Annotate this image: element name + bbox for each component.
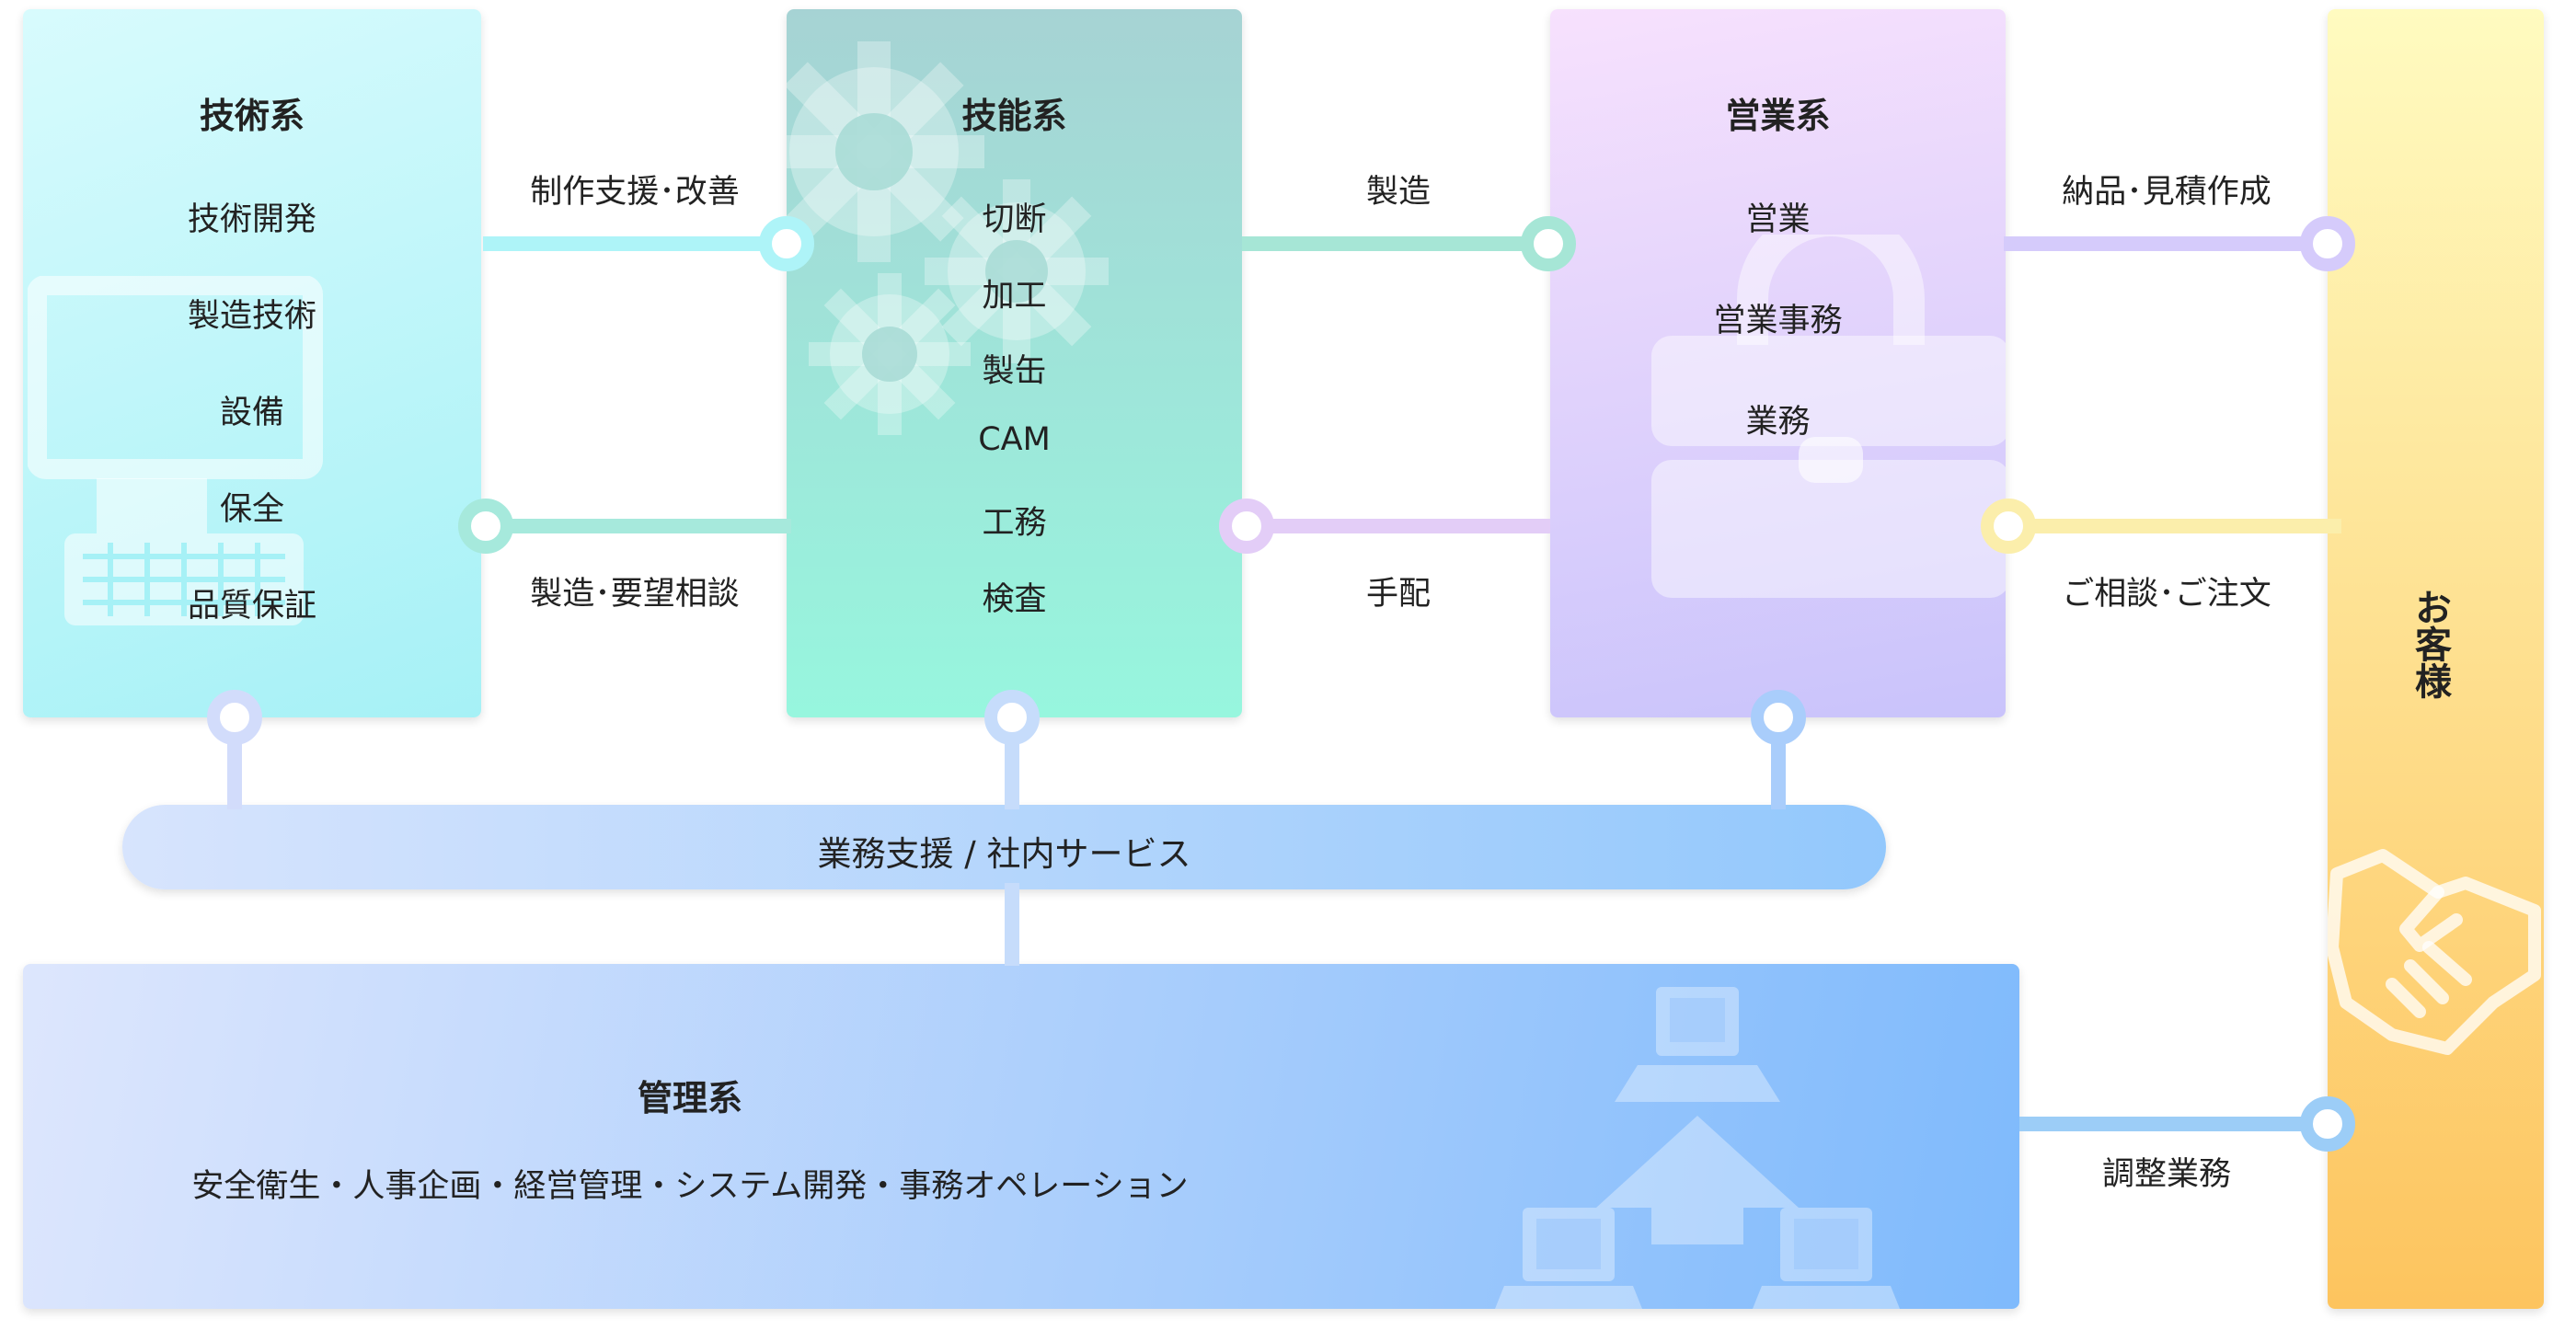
ginou-item: 製缶 [982, 353, 1047, 390]
gijutsu-item: 品質保証 [187, 588, 316, 625]
kanri-description: 安全衛生・人事企画・経営管理・システム開発・事務オペレーション [191, 1168, 1189, 1205]
briefcase-icon [1651, 235, 2006, 598]
link-label: 納品･見積作成 [2062, 174, 2271, 211]
network-icon [1495, 987, 1900, 1309]
connector-ring [984, 690, 1040, 745]
connector-ring [1751, 690, 1806, 745]
link-label: 製造･要望相談 [530, 576, 740, 613]
computer-icon [28, 276, 323, 625]
ginou-item: 加工 [982, 278, 1047, 315]
ginou-title: 技能系 [961, 96, 1067, 136]
gijutsu-item: 設備 [219, 395, 284, 431]
link-label: ご相談･ご注文 [2062, 576, 2271, 613]
ginou-item: 工務 [982, 505, 1047, 542]
ginou-item: 切断 [982, 201, 1047, 238]
link-label: 調整業務 [2101, 1156, 2231, 1193]
eigyou-panel: 営業系 営業 営業事務 業務 [1550, 9, 2006, 717]
eigyou-item: 営業事務 [1713, 303, 1843, 339]
support-bar-label: 業務支援 / 社内サービス [817, 834, 1191, 874]
connector-ring [207, 690, 262, 745]
connector-ring [2300, 1096, 2355, 1152]
connector-ring [1521, 216, 1576, 271]
gijutsu-panel: 技術系 技術開発 製造技術 設備 保全 品質保証 [23, 9, 481, 717]
customer-title: お客様 [2409, 589, 2451, 699]
support-bar: 業務支援 / 社内サービス [122, 805, 1886, 889]
ginou-item: CAM [978, 421, 1051, 458]
gijutsu-title: 技術系 [199, 96, 305, 136]
connector-ring [759, 216, 814, 271]
ginou-panel: 技能系 切断 加工 製缶 CAM 工務 検査 [787, 9, 1242, 717]
link-label: 手配 [1365, 576, 1431, 613]
eigyou-title: 営業系 [1725, 96, 1831, 136]
kanri-title: 管理系 [637, 1078, 742, 1118]
kanri-panel: 管理系 安全衛生・人事企画・経営管理・システム開発・事務オペレーション [23, 964, 2019, 1309]
eigyou-item: 営業 [1745, 201, 1811, 238]
link-label: 制作支援･改善 [530, 174, 740, 211]
connector-ring [458, 499, 513, 554]
gijutsu-item: 製造技術 [187, 298, 316, 335]
customer-panel: お客様 [2328, 9, 2544, 1309]
connector-ring [2300, 216, 2355, 271]
gijutsu-item: 技術開発 [187, 201, 316, 238]
gears-icon [787, 41, 1109, 435]
link-label: 製造 [1365, 174, 1431, 211]
ginou-item: 検査 [982, 581, 1047, 618]
connector-ring [1219, 499, 1274, 554]
gijutsu-item: 保全 [219, 491, 284, 528]
eigyou-item: 業務 [1745, 404, 1811, 441]
handshake-icon [2328, 849, 2541, 1055]
connector-ring [1981, 499, 2036, 554]
